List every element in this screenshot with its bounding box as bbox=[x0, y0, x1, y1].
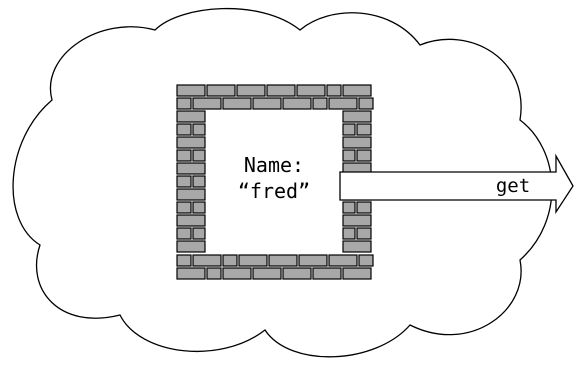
brick bbox=[282, 97, 312, 110]
brick bbox=[328, 254, 358, 267]
brick bbox=[176, 227, 192, 240]
field-label: Name: bbox=[244, 153, 304, 177]
brick bbox=[192, 149, 206, 162]
brick bbox=[176, 149, 192, 162]
brick bbox=[176, 136, 206, 149]
brick bbox=[176, 123, 192, 136]
brick bbox=[298, 254, 328, 267]
brick bbox=[342, 240, 372, 253]
brick bbox=[342, 214, 372, 227]
brick bbox=[356, 149, 372, 162]
brick bbox=[356, 201, 372, 214]
brick bbox=[342, 201, 356, 214]
arrow-shape bbox=[339, 153, 574, 215]
brick bbox=[282, 267, 312, 280]
brick bbox=[236, 84, 266, 97]
brick bbox=[328, 97, 358, 110]
cloud-shape bbox=[12, 7, 553, 358]
brick bbox=[356, 227, 372, 240]
brick bbox=[176, 254, 192, 267]
brick-wall bbox=[176, 84, 374, 280]
brick bbox=[192, 254, 222, 267]
brick bbox=[358, 254, 374, 267]
brick bbox=[176, 162, 206, 175]
brick bbox=[238, 254, 268, 267]
brick bbox=[222, 254, 238, 267]
brick bbox=[176, 214, 206, 227]
brick bbox=[176, 267, 206, 280]
get-arrow: get bbox=[339, 153, 574, 215]
brick bbox=[206, 84, 236, 97]
brick bbox=[192, 175, 206, 188]
brick bbox=[192, 227, 206, 240]
brick bbox=[222, 267, 252, 280]
method-label: get bbox=[496, 175, 530, 197]
brick bbox=[296, 84, 326, 97]
brick bbox=[176, 240, 206, 253]
brick bbox=[266, 84, 296, 97]
brick bbox=[268, 254, 298, 267]
brick bbox=[342, 136, 372, 149]
brick bbox=[342, 110, 372, 123]
brick bbox=[192, 123, 206, 136]
brick bbox=[206, 267, 222, 280]
brick bbox=[176, 84, 206, 97]
brick bbox=[358, 97, 374, 110]
brick bbox=[312, 267, 342, 280]
brick bbox=[176, 188, 206, 201]
brick bbox=[192, 201, 206, 214]
brick bbox=[176, 175, 192, 188]
brick bbox=[342, 267, 372, 280]
brick bbox=[356, 123, 372, 136]
brick bbox=[312, 97, 328, 110]
brick bbox=[222, 97, 252, 110]
brick bbox=[342, 84, 372, 97]
brick bbox=[342, 123, 356, 136]
brick bbox=[252, 267, 282, 280]
brick bbox=[252, 97, 282, 110]
brick bbox=[342, 149, 356, 162]
brick bbox=[342, 227, 356, 240]
field-value: “fred” bbox=[238, 179, 310, 203]
brick bbox=[192, 97, 222, 110]
brick bbox=[176, 110, 206, 123]
brick bbox=[176, 97, 192, 110]
brick bbox=[176, 201, 192, 214]
brick bbox=[326, 84, 342, 97]
